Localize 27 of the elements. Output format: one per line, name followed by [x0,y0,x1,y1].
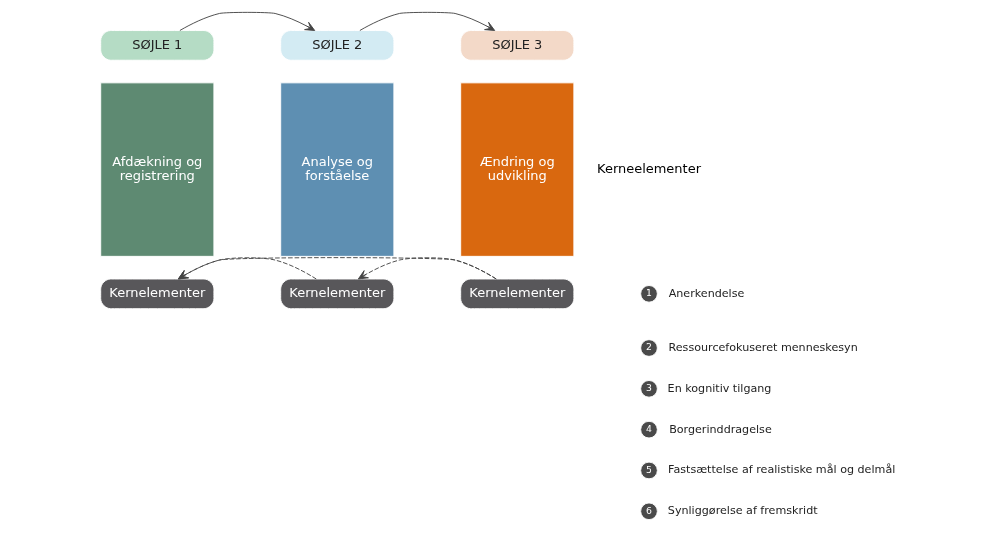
node-label: Borgerinddragelse [668,422,772,436]
node-circle: 2 [639,339,658,357]
node-box: Analyse og forståelse [279,82,394,257]
node-circle: 5 [639,461,658,480]
node-box: Ændring og udvikling [459,82,574,257]
arrow [357,257,497,280]
arrow [177,257,317,280]
node-label: Fastsættelse af realistiske mål og delmål [667,463,895,477]
node-label: Synliggørelse af fremskridt [667,504,818,518]
arrow [178,11,315,31]
node-label: Ressourcefokuseret menneskesyn [668,340,858,354]
node-box: SØJLE 1 [99,30,214,61]
node-box: Afdækning og registrering [99,82,214,257]
node-label: En kognitiv tilgang [667,381,771,395]
node-label: Anerkendelse [668,286,744,300]
node-box: Kernelementer [459,278,574,310]
node-box: Kernelementer [99,278,214,310]
node-circle: 6 [639,502,658,521]
node-box: SØJLE 2 [279,30,394,61]
node-circle: 4 [639,420,658,439]
node-box: Kernelementer [279,278,394,310]
node-circle: 3 [639,380,658,398]
arrow [358,11,495,31]
node-circle: 1 [639,285,658,303]
node-box: SØJLE 3 [459,30,574,61]
label: Kerneelementer [596,161,701,177]
arrow [177,257,497,280]
